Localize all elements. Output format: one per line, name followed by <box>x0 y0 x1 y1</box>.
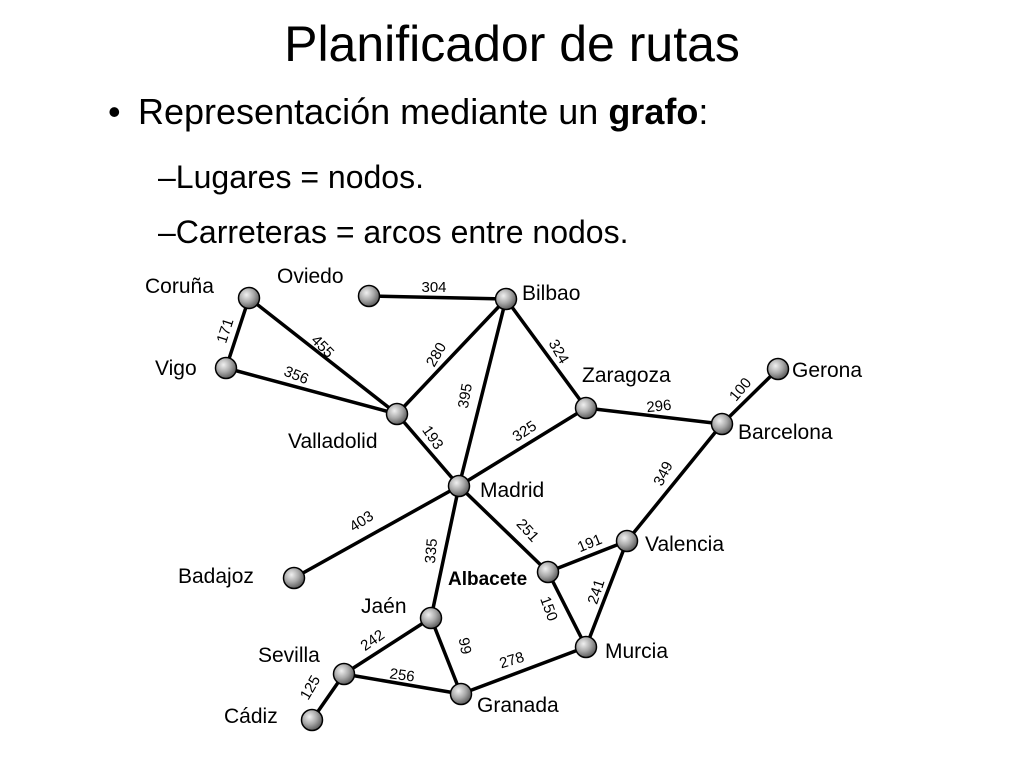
edge-oviedo-bilbao <box>367 294 508 301</box>
node-gerona <box>766 357 790 381</box>
edge-weight-sevilla-granada: 256 <box>388 665 415 685</box>
edge-weight-coruna-vigo: 171 <box>214 316 238 345</box>
node-valladolid <box>385 402 409 426</box>
bullet-marker: • <box>108 91 121 132</box>
node-label-cadiz: Cádiz <box>224 705 278 728</box>
node-jaen <box>419 606 443 630</box>
edge-bilbao-madrid <box>457 297 508 488</box>
node-vigo <box>214 356 238 380</box>
edge-vigo-valladolid <box>224 366 399 416</box>
node-badajoz <box>282 566 306 590</box>
edge-madrid-badajoz <box>292 484 461 580</box>
sub-bullet-text: Carreteras = arcos entre nodos. <box>175 214 629 250</box>
node-label-bilbao: Bilbao <box>522 282 580 305</box>
edge-jaen-granada <box>429 616 463 696</box>
edge-madrid-albacete <box>457 484 550 574</box>
node-madrid <box>447 474 471 498</box>
node-label-oviedo: Oviedo <box>277 265 344 288</box>
node-label-madrid: Madrid <box>480 479 544 502</box>
node-label-albacete: Albacete <box>448 569 527 590</box>
sub-bullet-text: Lugares = nodos. <box>175 159 424 195</box>
edge-granada-murcia <box>459 645 588 696</box>
edge-weight-coruna-valladolid: 455 <box>308 332 338 362</box>
node-albacete <box>536 560 560 584</box>
edge-weight-bilbao-valladolid: 280 <box>423 340 450 370</box>
node-zaragoza <box>574 396 598 420</box>
edge-weight-zaragoza-madrid: 325 <box>510 418 540 446</box>
edge-albacete-valencia <box>546 539 629 574</box>
edge-albacete-murcia <box>546 570 588 649</box>
sub-bullet-edges: –Carreteras = arcos entre nodos. <box>158 213 628 251</box>
edge-weight-barcelona-gerona: 100 <box>726 375 755 405</box>
main-bullet: • Representación mediante un grafo: <box>108 90 708 134</box>
edge-weight-sevilla-cadiz: 125 <box>297 673 324 703</box>
edge-weight-valladolid-madrid: 193 <box>418 423 446 453</box>
node-label-granada: Granada <box>477 694 559 717</box>
bullet-text: Representación mediante un <box>138 91 609 132</box>
edge-bilbao-zaragoza <box>504 297 588 410</box>
edge-zaragoza-madrid <box>457 406 588 488</box>
edge-valencia-murcia <box>584 539 629 649</box>
node-label-valladolid: Valladolid <box>288 430 378 453</box>
node-label-gerona: Gerona <box>792 359 862 382</box>
edge-weight-zaragoza-barcelona: 296 <box>646 397 673 417</box>
node-bilbao <box>494 287 518 311</box>
node-sevilla <box>332 662 356 686</box>
edges-layer <box>224 294 780 722</box>
node-label-jaen: Jaén <box>361 595 407 618</box>
edge-valladolid-madrid <box>395 412 461 488</box>
node-label-coruna: Coruña <box>145 275 214 298</box>
edge-madrid-jaen <box>429 484 461 620</box>
node-label-valencia: Valencia <box>645 533 724 556</box>
sub-bullet-nodes: –Lugares = nodos. <box>158 158 424 196</box>
node-oviedo <box>357 284 381 308</box>
edge-zaragoza-barcelona <box>584 406 724 426</box>
edge-weight-madrid-badajoz: 403 <box>347 508 377 536</box>
node-coruna <box>237 286 261 310</box>
node-valencia <box>615 529 639 553</box>
edge-jaen-sevilla <box>342 616 433 676</box>
slide-title: Planificador de rutas <box>284 16 740 72</box>
node-label-badajoz: Badajoz <box>178 565 254 588</box>
edge-weight-madrid-jaen: 335 <box>422 538 441 564</box>
edge-coruna-valladolid <box>247 296 399 416</box>
edge-weight-valencia-murcia: 241 <box>585 577 609 606</box>
node-granada <box>449 682 473 706</box>
edge-coruna-vigo <box>224 296 251 370</box>
edge-weight-oviedo-bilbao: 304 <box>421 279 446 296</box>
edge-weight-bilbao-zaragoza: 324 <box>545 337 572 367</box>
node-label-murcia: Murcia <box>605 640 668 663</box>
edge-sevilla-granada <box>342 672 463 696</box>
sub-bullet-dash: – <box>158 214 176 250</box>
node-label-barcelona: Barcelona <box>738 421 833 444</box>
nodes-layer <box>214 284 790 732</box>
sub-bullet-dash: – <box>158 159 176 195</box>
node-label-vigo: Vigo <box>155 357 197 380</box>
bullet-bold-text: grafo <box>608 91 699 132</box>
edge-weight-jaen-granada: 99 <box>455 636 475 655</box>
node-label-sevilla: Sevilla <box>258 644 320 667</box>
edge-barcelona-valencia <box>625 422 724 543</box>
edge-weight-albacete-murcia: 150 <box>536 594 561 623</box>
edge-weight-bilbao-madrid: 395 <box>455 382 476 410</box>
edge-weight-granada-murcia: 278 <box>497 649 526 673</box>
node-label-zaragoza: Zaragoza <box>582 364 671 387</box>
edge-barcelona-gerona <box>720 367 780 426</box>
bullet-colon: : <box>698 91 709 132</box>
edge-bilbao-valladolid <box>395 297 508 416</box>
node-murcia <box>574 635 598 659</box>
node-cadiz <box>300 708 324 732</box>
node-barcelona <box>710 412 734 436</box>
